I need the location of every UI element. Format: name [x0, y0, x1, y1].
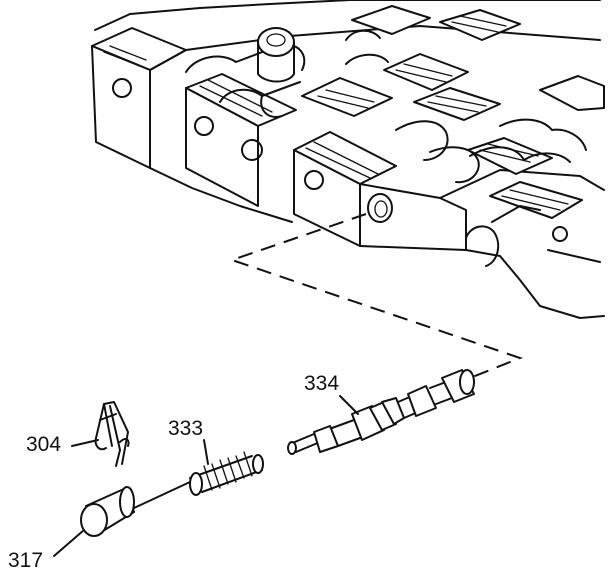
callout-label-334: 334: [304, 372, 339, 395]
callout-334: 334: [304, 372, 359, 415]
callout-304: 304: [26, 433, 99, 456]
callout-label-317: 317: [8, 549, 43, 572]
callout-317: 317: [8, 529, 85, 572]
callout-leader-304: [71, 439, 99, 447]
callout-leader-334: [339, 395, 359, 415]
callout-333: 333: [168, 417, 209, 465]
callout-leader-317: [53, 529, 85, 557]
callout-leader-333: [203, 439, 209, 465]
valve-body-casting: [91, 0, 605, 319]
plug-317: [80, 481, 191, 537]
embedded-spools: [185, 27, 587, 184]
valve-334: [287, 369, 475, 455]
alignment-guide: [228, 213, 523, 379]
callout-label-304: 304: [26, 433, 61, 456]
clip-304: [94, 401, 130, 467]
callout-label-333: 333: [168, 417, 203, 440]
spring-333: [189, 451, 264, 496]
